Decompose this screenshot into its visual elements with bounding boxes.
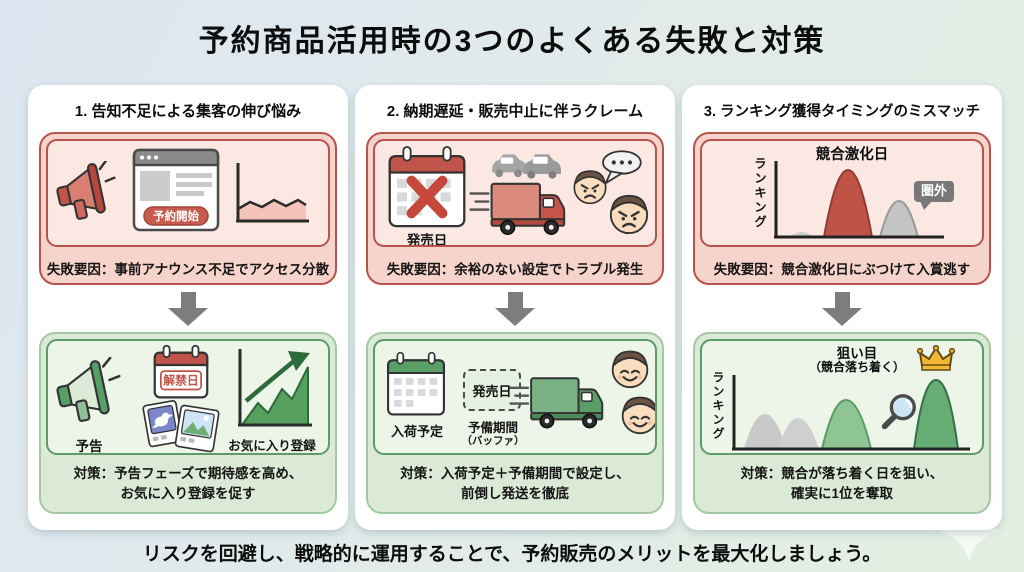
magnifier-icon (881, 394, 916, 430)
target-day-label-line1: 狙い目 (836, 346, 878, 361)
card-3-solution-caption-line2: 確実に1位を奪取 (790, 486, 893, 502)
angry-face-icon (573, 170, 607, 205)
card-3-failure-illustration: 競合激化日 ランキング 圏外 (700, 139, 984, 247)
browser-window-icon: 予約開始 (132, 148, 220, 232)
arrival-schedule-label: 入荷予定 (390, 424, 443, 439)
card-3-failure-caption: 失敗要因：競合激化日にぶつけて入賞逃す (713, 261, 971, 277)
happy-face-icon (611, 350, 649, 389)
cancelled-calendar-icon (388, 146, 466, 228)
card-1-solution-caption-line1: 対策：予告フェーズで期待感を高め、 (73, 466, 303, 481)
reservation-start-button-label: 予約開始 (153, 209, 199, 223)
card-1-failure-illustration: 予約開始 (46, 139, 330, 247)
card-2-solution-caption: 対策：入荷予定＋予備期間で設定し、 前倒し発送を徹底 (368, 460, 662, 512)
complaint-bubble-icon (602, 150, 642, 185)
card-1-failure-box: 予約開始 失敗要因：事前アナウンス不足でアクセス分散 (39, 132, 337, 285)
card-1-failure-caption: 失敗要因：事前アナウンス不足でアクセス分散 (46, 261, 330, 277)
teaser-label: 予告 (75, 439, 103, 454)
card-2-solution-caption-line2: 前倒し発送を徹底 (461, 486, 569, 502)
out-of-rank-badge-text: 圏外 (921, 183, 948, 198)
card-3-failure-box: 競合激化日 ランキング 圏外 失敗要因：競合激化日にぶつけて入賞逃す (693, 132, 991, 285)
competition-day-title: 競合激化日 (815, 147, 889, 163)
card-3-solution-box: 狙い目 （競合落ち着く） ランキング (693, 332, 991, 514)
card-failure-3: 3. ランキング獲得タイミングのミスマッチ 競合激化日 ランキング 圏外 失敗要… (682, 85, 1002, 530)
card-2-solution-illustration: 入荷予定 発売日 予備期間 （バッファ） (373, 339, 657, 455)
buffer-release-box: 発売日 (463, 369, 521, 411)
angry-face-icon (609, 194, 649, 235)
launch-calendar-icon: 解禁日 (153, 344, 209, 399)
card-2-failure-illustration: 発売日 (373, 139, 657, 247)
card-failure-1: 1. 告知不足による集客の伸び悩み (28, 85, 348, 530)
card-failure-2: 2. 納期遅延・販売中止に伴うクレーム 発売日 (355, 85, 675, 530)
release-date-label: 発売日 (406, 233, 448, 247)
page-title: 予約商品活用時の3つのよくある失敗と対策 (198, 25, 826, 58)
favorite-registration-label: お気に入り登録 (228, 439, 316, 453)
card-3-solution-illustration: 狙い目 （競合落ち着く） ランキング (700, 339, 984, 455)
card-1-solution-illustration: 予告 解禁日 (46, 339, 330, 455)
traffic-cars-icon (492, 154, 561, 179)
card-2-failure-box: 発売日 (366, 132, 664, 285)
card-2-heading: 2. 納期遅延・販売中止に伴うクレーム (386, 103, 644, 120)
badge-tail (920, 200, 932, 210)
down-arrow-icon (495, 292, 535, 326)
arrival-calendar-icon (387, 351, 445, 416)
buffer-note-label: （バッファ） (461, 435, 525, 447)
card-3-solution-caption-line1: 対策：競合が落ち着く日を狙い、 (740, 466, 944, 481)
delivery-truck-red-icon (469, 182, 566, 236)
delivery-truck-green-icon (509, 377, 604, 429)
flat-chart-icon (236, 163, 309, 223)
card-1-solution-box: 予告 解禁日 (39, 332, 337, 514)
columns-container: 1. 告知不足による集客の伸び悩み (28, 85, 1002, 530)
out-of-rank-badge: 圏外 (914, 181, 955, 210)
megaphone-red-icon (56, 161, 116, 220)
ranking-axis-label: ランキング (711, 371, 725, 441)
card-3-solution-caption: 対策：競合が落ち着く日を狙い、 確実に1位を奪取 (695, 460, 989, 512)
launch-calendar-label: 解禁日 (163, 374, 198, 388)
card-2-solution-box: 入荷予定 発売日 予備期間 （バッファ） (366, 332, 664, 514)
ranking-solution-chart (732, 375, 970, 451)
card-2-solution-caption-line1: 対策：入荷予定＋予備期間で設定し、 (400, 466, 630, 481)
down-arrow-icon (822, 292, 862, 326)
card-1-solution-caption-line2: お気に入り登録を促す (120, 486, 256, 502)
target-day-label-line2: （競合落ち着く） (808, 360, 905, 374)
card-1-heading: 1. 告知不足による集客の伸び悩み (74, 103, 302, 120)
megaphone-green-icon (56, 357, 121, 422)
card-1-solution-caption: 対策：予告フェーズで期待感を高め、 お気に入り登録を促す (41, 460, 335, 512)
ranking-axis-label: ランキング (752, 157, 766, 230)
growth-chart-icon (238, 349, 312, 427)
social-media-cards-icon (142, 400, 220, 453)
down-arrow-icon (168, 292, 208, 326)
card-3-heading: 3. ランキング獲得タイミングのミスマッチ (703, 104, 981, 120)
buffer-period-label: 予備期間 (467, 421, 518, 435)
sparkle-icon (937, 499, 1001, 563)
ranking-failure-chart (774, 161, 944, 239)
crown-icon (916, 345, 956, 371)
footer-message: リスクを回避し、戦略的に運用することで、予約販売のメリットを最大化しましょう。 (142, 544, 882, 565)
card-2-failure-caption: 失敗要因：余裕のない設定でトラブル発生 (386, 261, 644, 277)
happy-face-icon (621, 396, 655, 435)
